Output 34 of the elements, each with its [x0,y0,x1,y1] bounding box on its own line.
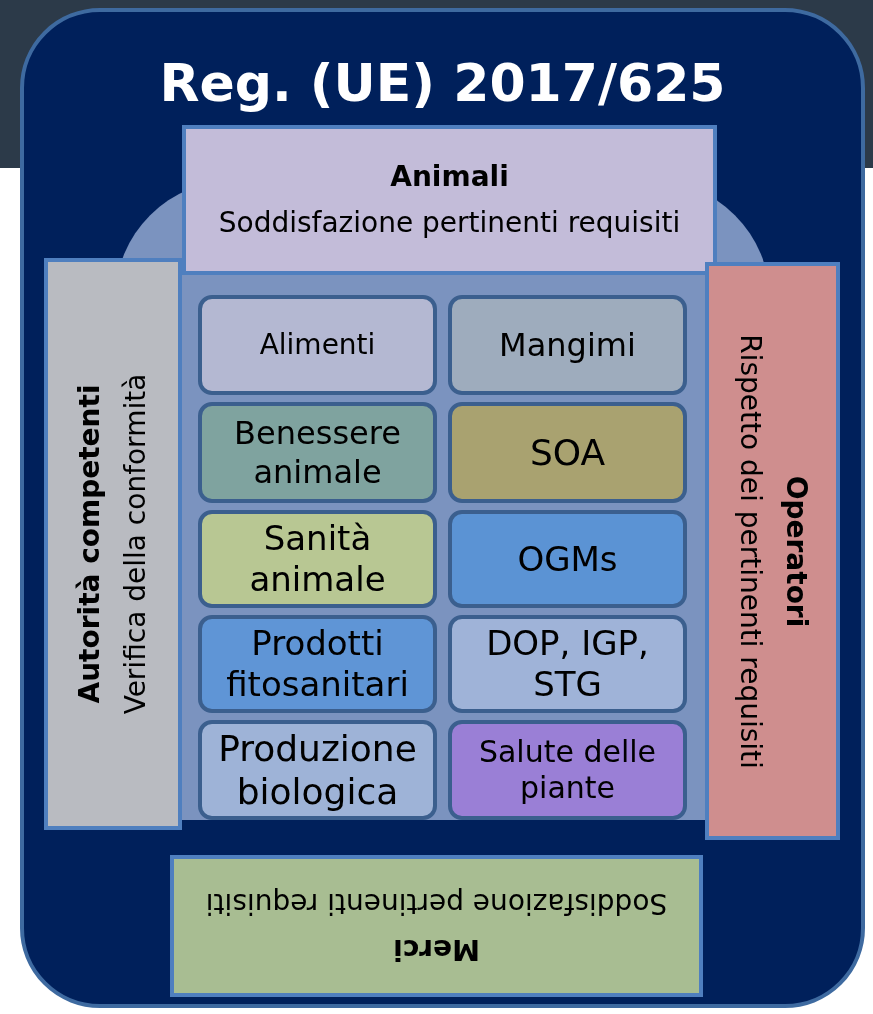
category-box [198,510,437,608]
category-box [198,402,437,503]
box-text: Soddisfazione pertinenti requisiti [218,206,681,240]
category-box [198,615,437,713]
box-heading: Merci [393,932,480,966]
box-heading: Autorità competenti [73,384,107,704]
category-box [198,720,437,820]
label-box [44,258,182,830]
category-box [448,720,687,820]
box-label: OGMs [517,538,618,580]
box-text: Rispetto dei pertinenti requisiti [732,333,767,769]
box-heading: Animali [390,160,509,194]
category-box [448,615,687,713]
category-box [198,295,437,395]
box-label: SOA [529,430,606,475]
box-label: Sanità animale [248,518,387,600]
panel-heading: Reg. (UE) 2017/625 [158,52,727,115]
label-box [182,125,717,275]
box-label: Benessere animale [233,414,402,491]
box-label: Alimenti [259,328,376,362]
category-box [448,510,687,608]
box-label: Mangimi [499,325,636,365]
box-heading: Operatori [778,475,813,627]
category-box [448,295,687,395]
box-text: Soddisfazione pertinenti requisiti [205,886,668,920]
box-text: Verifica della conformità [119,373,153,715]
outer-panel [20,8,865,1008]
box-label: Salute delle piante [477,734,658,806]
label-box [170,855,703,997]
box-label: Prodotti fitosanitari [225,623,410,705]
category-box [448,402,687,503]
box-label: Produzione biologica [217,726,418,814]
label-box [705,262,840,840]
box-label: DOP, IGP, STG [485,623,650,705]
